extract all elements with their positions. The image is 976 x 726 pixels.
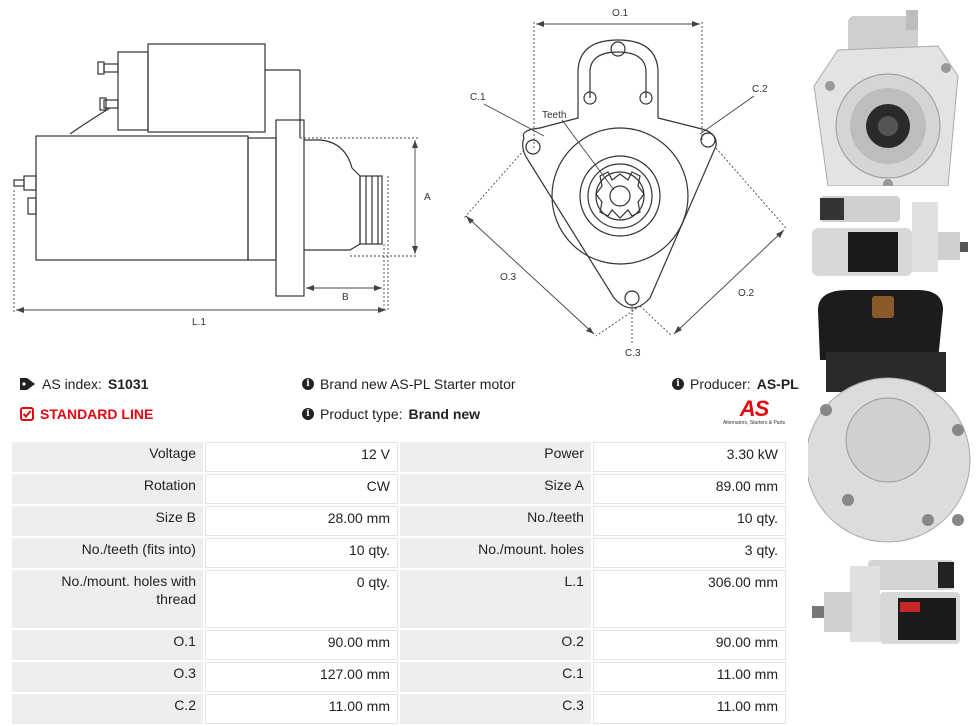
spec-label: L.1 bbox=[399, 570, 591, 628]
product-photo-front[interactable] bbox=[808, 6, 968, 186]
spec-value: 90.00 mm bbox=[204, 630, 398, 660]
spec-label: O.2 bbox=[399, 630, 591, 660]
spec-label: No./teeth bbox=[399, 506, 591, 536]
spec-value: 11.00 mm bbox=[592, 662, 786, 692]
table-row: O.1 90.00 mm O.2 90.00 mm bbox=[12, 630, 786, 660]
spec-value: 28.00 mm bbox=[204, 506, 398, 536]
pinion-side bbox=[359, 175, 383, 245]
mount-hole-c2 bbox=[700, 132, 716, 148]
table-row: O.3 127.00 mm C.1 11.00 mm bbox=[12, 662, 786, 692]
logo-text: AS bbox=[739, 396, 770, 421]
as-index-label: AS index: bbox=[42, 376, 102, 392]
logo-tagline: Alternators, Starters & Parts bbox=[722, 420, 786, 426]
product-photo-side-2[interactable] bbox=[808, 556, 973, 652]
dim-label-o3: O.3 bbox=[500, 272, 517, 283]
spec-value: 10 qty. bbox=[204, 538, 398, 568]
spec-label: Rotation bbox=[12, 474, 203, 504]
producer-value: AS-PL bbox=[756, 376, 799, 392]
table-row: Rotation CW Size A 89.00 mm bbox=[12, 474, 786, 504]
product-type-row: i Product type: Brand new bbox=[302, 406, 480, 422]
standard-line-label: STANDARD LINE bbox=[40, 406, 154, 422]
solenoid-end bbox=[117, 51, 149, 131]
spec-label: Power bbox=[399, 442, 591, 472]
check-square-icon bbox=[20, 407, 34, 421]
dim-label-c1: C.1 bbox=[470, 92, 486, 103]
product-type-label: Product type: bbox=[320, 406, 403, 422]
spec-label: No./teeth (fits into) bbox=[12, 538, 203, 568]
spec-value: 89.00 mm bbox=[592, 474, 786, 504]
info-icon: i bbox=[672, 378, 684, 390]
table-row: C.2 11.00 mm C.3 11.00 mm bbox=[12, 694, 786, 724]
dim-label-o1: O.1 bbox=[612, 8, 629, 19]
spec-value: 306.00 mm bbox=[592, 570, 786, 628]
spec-label: C.2 bbox=[12, 694, 203, 724]
spec-value: 0 qty. bbox=[204, 570, 398, 628]
spec-label: Size B bbox=[12, 506, 203, 536]
dim-label-c2: C.2 bbox=[752, 84, 768, 95]
spec-value: 11.00 mm bbox=[592, 694, 786, 724]
mounting-flange bbox=[522, 39, 717, 309]
as-index-row: AS index: S1031 bbox=[20, 376, 148, 392]
table-row: Size B 28.00 mm No./teeth 10 qty. bbox=[12, 506, 786, 536]
info-icon: i bbox=[302, 378, 314, 390]
spec-label: Size A bbox=[399, 474, 591, 504]
as-index-value: S1031 bbox=[107, 376, 149, 392]
motor-body bbox=[35, 135, 249, 261]
mount-hole-c1 bbox=[525, 139, 541, 155]
spec-label: O.1 bbox=[12, 630, 203, 660]
tag-icon bbox=[20, 378, 35, 390]
dim-label-b: B bbox=[342, 292, 349, 303]
producer-label: Producer: bbox=[690, 376, 751, 392]
spec-label: C.3 bbox=[399, 694, 591, 724]
product-photo-rear[interactable] bbox=[808, 290, 973, 550]
spec-label: C.1 bbox=[399, 662, 591, 692]
teeth-label: Teeth bbox=[542, 110, 566, 121]
spec-value: 10 qty. bbox=[592, 506, 786, 536]
pinion-front bbox=[595, 171, 645, 219]
dim-label-a: A bbox=[424, 192, 431, 203]
dim-label-l1: L.1 bbox=[192, 317, 206, 328]
product-photo-side[interactable] bbox=[808, 192, 973, 282]
spec-value: 12 V bbox=[204, 442, 398, 472]
producer-row: i Producer: AS-PL bbox=[672, 376, 799, 392]
technical-drawing: A B L.1 bbox=[13, 8, 787, 359]
table-row: No./mount. holes with thread 0 qty. L.1 … bbox=[12, 570, 786, 628]
spec-value: 3.30 kW bbox=[592, 442, 786, 472]
dim-label-c3: C.3 bbox=[625, 348, 641, 359]
spec-label: No./mount. holes with thread bbox=[12, 570, 203, 628]
spec-value: 3 qty. bbox=[592, 538, 786, 568]
standard-line-row[interactable]: STANDARD LINE bbox=[20, 406, 153, 422]
spec-value: CW bbox=[204, 474, 398, 504]
mount-hole-c3 bbox=[624, 290, 640, 306]
product-type-value: Brand new bbox=[408, 406, 481, 422]
dim-label-o2: O.2 bbox=[738, 288, 755, 299]
spec-value: 90.00 mm bbox=[592, 630, 786, 660]
spec-value: 11.00 mm bbox=[204, 694, 398, 724]
spec-value: 127.00 mm bbox=[204, 662, 398, 692]
spec-label: O.3 bbox=[12, 662, 203, 692]
spec-label: Voltage bbox=[12, 442, 203, 472]
product-description: Brand new AS-PL Starter motor bbox=[320, 376, 516, 392]
table-row: Voltage 12 V Power 3.30 kW bbox=[12, 442, 786, 472]
specs-table: Voltage 12 V Power 3.30 kW Rotation CW S… bbox=[10, 440, 788, 726]
solenoid-body bbox=[147, 43, 266, 133]
description-row: i Brand new AS-PL Starter motor bbox=[302, 376, 516, 392]
info-icon: i bbox=[302, 408, 314, 420]
table-row: No./teeth (fits into) 10 qty. No./mount.… bbox=[12, 538, 786, 568]
spec-label: No./mount. holes bbox=[399, 538, 591, 568]
as-pl-logo: AS Alternators, Starters & Parts bbox=[712, 398, 796, 432]
